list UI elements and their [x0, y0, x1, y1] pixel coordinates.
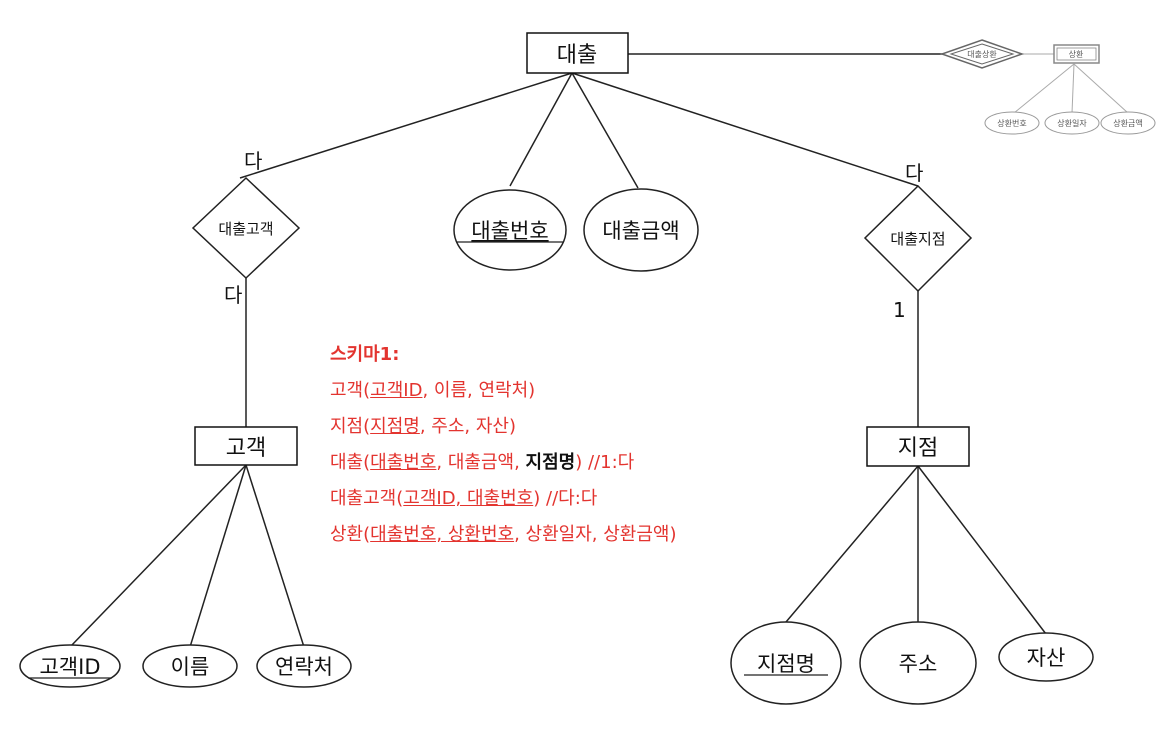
entity-branch-label: 지점	[898, 436, 938, 461]
attribute-contact-label: 연락처	[275, 655, 333, 679]
schema-repayment-key: 대출번호, 상환번호	[370, 524, 515, 545]
entity-branch: 지점	[866, 426, 970, 467]
connector-lines	[69, 53, 1047, 648]
schema-loan-customer-key: 고객ID, 대출번호	[403, 488, 534, 509]
relationship-loan-branch: 대출지점	[863, 184, 973, 293]
attribute-loan-amount: 대출금액	[583, 188, 699, 272]
attribute-repayment-amount-label: 상환금액	[1113, 118, 1142, 128]
attribute-repayment-number-label: 상환번호	[997, 118, 1026, 128]
attribute-address: 주소	[859, 621, 977, 705]
entity-repayment-label: 상환	[1069, 49, 1084, 59]
schema-repayment: 상환(대출번호, 상환번호, 상환일자, 상환금액)	[330, 524, 677, 545]
relationship-loan-customer-label: 대출고객	[218, 220, 273, 238]
attribute-assets: 자산	[998, 632, 1094, 682]
attribute-repayment-amount: 상환금액	[1100, 111, 1156, 135]
attribute-name-label: 이름	[171, 655, 210, 679]
entity-customer-label: 고객	[226, 436, 266, 461]
schema-branch-key: 지점명	[370, 416, 420, 437]
schema-title: 스키마1:	[330, 344, 400, 365]
attribute-contact: 연락처	[256, 644, 352, 688]
entity-loan: 대출	[526, 32, 629, 74]
attribute-branch-name: 지점명	[730, 621, 842, 705]
schema-loan-customer: 대출고객(고객ID, 대출번호) //다:다	[330, 488, 598, 509]
schema-customer-key: 고객ID	[370, 380, 423, 401]
cardinality-loan-branch-top: 다	[905, 161, 923, 185]
attribute-branch-name-label: 지점명	[757, 652, 815, 676]
attribute-loan-amount-label: 대출금액	[602, 219, 679, 243]
entity-loan-label: 대출	[557, 43, 597, 68]
schema-loan-key: 대출번호	[370, 452, 437, 473]
relationship-loan-repayment-label: 대출상환	[967, 49, 997, 59]
entity-repayment: 상환	[1053, 44, 1100, 64]
attribute-repayment-date-label: 상환일자	[1057, 118, 1087, 128]
schema-branch: 지점(지점명, 주소, 자산)	[330, 416, 516, 437]
relationship-loan-branch-label: 대출지점	[890, 230, 945, 248]
schema-loan-note: //1:다	[587, 452, 635, 473]
attribute-address-label: 주소	[899, 652, 938, 676]
schema-loan-foreign-key: 지점명	[525, 452, 576, 473]
attribute-loan-number-label: 대출번호	[471, 219, 548, 243]
schema-loan: 대출(대출번호, 대출금액, 지점명) //1:다	[330, 452, 635, 473]
schema-customer: 고객(고객ID, 이름, 연락처)	[330, 380, 536, 401]
repayment-connector-lines	[1013, 53, 1129, 114]
schema-loan-customer-note: //다:다	[546, 488, 598, 509]
attribute-loan-number: 대출번호	[453, 189, 567, 271]
attribute-customer-id: 고객ID	[19, 644, 121, 688]
cardinality-loan-customer-top: 다	[244, 149, 262, 173]
attribute-repayment-date: 상환일자	[1044, 111, 1100, 135]
relationship-loan-customer: 대출고객	[191, 176, 301, 280]
schema-block: 스키마1: 고객(고객ID, 이름, 연락처) 지점(지점명, 주소, 자산) …	[330, 340, 800, 560]
attribute-name: 이름	[142, 644, 238, 688]
attribute-repayment-number: 상환번호	[984, 111, 1040, 135]
attribute-assets-label: 자산	[1027, 646, 1066, 670]
entity-customer: 고객	[194, 426, 298, 466]
relationship-loan-repayment: 대출상환	[939, 39, 1025, 69]
attribute-customer-id-label: 고객ID	[39, 655, 100, 679]
cardinality-loan-customer-bottom: 다	[224, 283, 242, 307]
cardinality-loan-branch-bottom: 1	[893, 298, 906, 322]
